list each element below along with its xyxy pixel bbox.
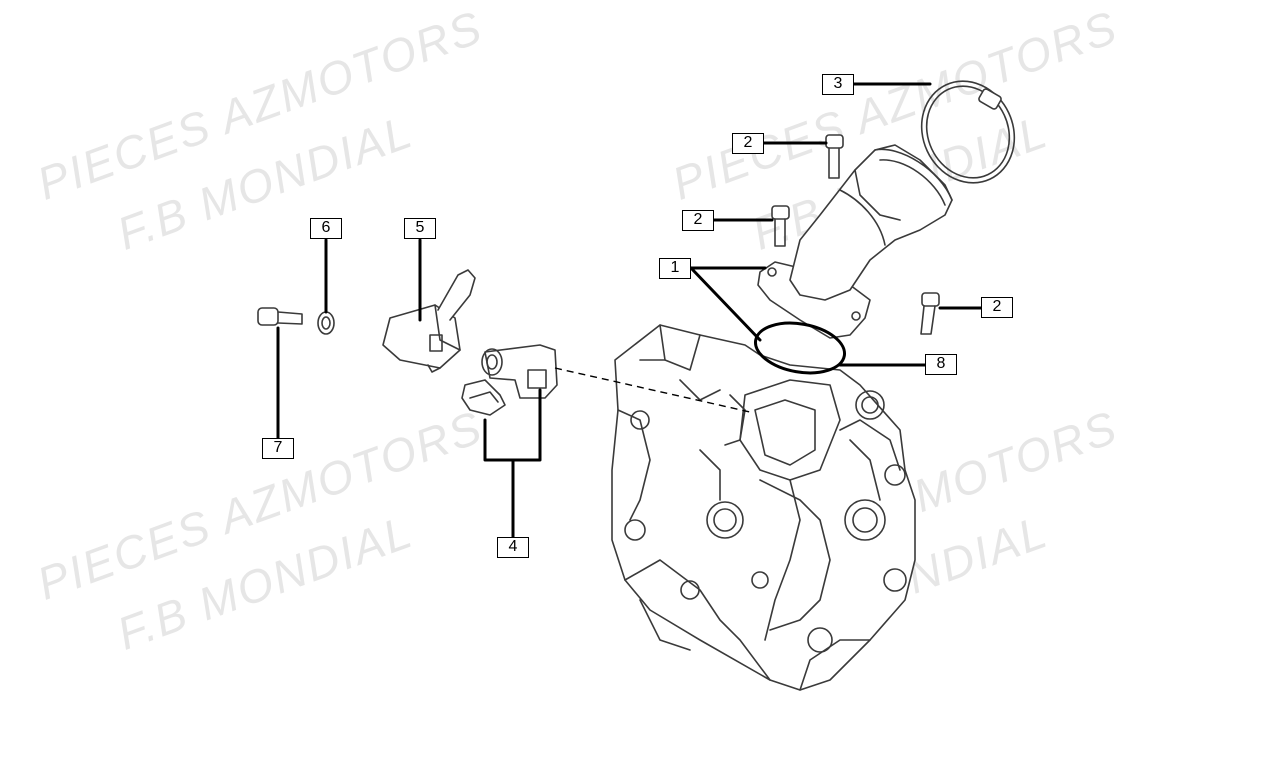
washer-part [317, 311, 335, 335]
clip-part [461, 379, 506, 416]
leader-line-1 [689, 266, 767, 342]
callout-4: 4 [497, 537, 529, 558]
callout-6: 6 [310, 218, 342, 239]
injector-part [481, 344, 558, 399]
cylinder-head [611, 324, 916, 691]
callout-1: 1 [659, 258, 691, 279]
bolt-part [257, 307, 303, 326]
screw-right [920, 292, 940, 335]
screw-top [825, 134, 844, 179]
alignment-dashed-line [554, 367, 751, 413]
sensor-part [382, 269, 476, 373]
intake-manifold [757, 144, 953, 339]
callout-2-middle: 2 [682, 210, 714, 231]
callout-2-top: 2 [732, 133, 764, 154]
callout-7: 7 [262, 438, 294, 459]
o-ring [753, 321, 847, 375]
callout-8: 8 [925, 354, 957, 375]
callout-5: 5 [404, 218, 436, 239]
hose-clamp [920, 80, 1016, 184]
callout-2-right: 2 [981, 297, 1013, 318]
callout-3: 3 [822, 74, 854, 95]
screw-middle [771, 205, 790, 247]
leader-line-4 [483, 388, 542, 539]
